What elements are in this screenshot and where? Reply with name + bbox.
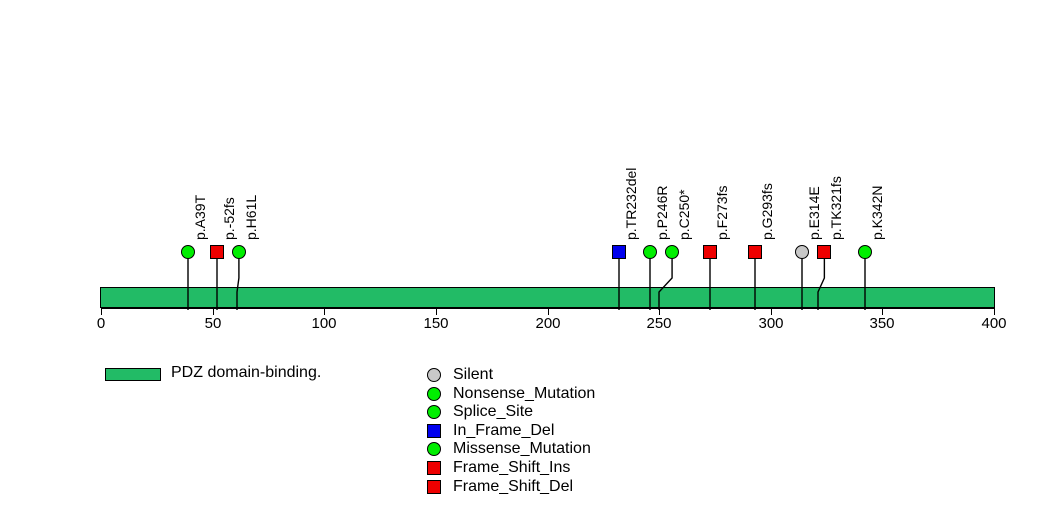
axis-tick bbox=[324, 308, 325, 315]
lollipop-stem bbox=[801, 252, 803, 310]
mutation-label: p.TK321fs bbox=[828, 176, 844, 240]
axis-tick-label: 50 bbox=[204, 315, 222, 332]
mutation-marker[interactable] bbox=[232, 245, 247, 259]
legend-type-marker bbox=[427, 424, 441, 438]
legend-type-marker bbox=[427, 405, 441, 419]
legend-type-label: Missense_Mutation bbox=[453, 440, 591, 457]
mutation-label: p.-52fs bbox=[221, 197, 238, 240]
mutation-label: p.P246R bbox=[654, 185, 671, 240]
legend-type-label: Splice_Site bbox=[453, 403, 534, 420]
mutation-marker[interactable] bbox=[210, 245, 225, 259]
axis-tick-label: 250 bbox=[646, 315, 672, 332]
lollipop-stem bbox=[236, 252, 240, 310]
legend-type-label: In_Frame_Del bbox=[453, 422, 555, 439]
lollipop-stem bbox=[649, 252, 651, 310]
axis-tick-label: 0 bbox=[96, 315, 106, 332]
mutation-label: p.TR232del bbox=[622, 167, 639, 240]
legend-type-label: Frame_Shift_Del bbox=[453, 478, 574, 495]
mutation-label: p.A39T bbox=[192, 194, 209, 240]
protein-track-area: 0 50 100 150 200 250 300 350 400 p.A39T p.-52fs p.… bbox=[96, 167, 1007, 332]
lollipop-stem bbox=[658, 252, 673, 310]
legend-domain-swatch bbox=[105, 368, 161, 381]
lollipop-stem bbox=[709, 252, 712, 310]
legend-type-marker bbox=[427, 442, 441, 456]
protein-domain-bar[interactable] bbox=[100, 287, 995, 308]
mutation-label: p.C250* bbox=[676, 189, 693, 240]
mutation-label: p.K342N bbox=[868, 185, 885, 240]
lollipop-stem bbox=[216, 252, 218, 310]
legend-type-label: Frame_Shift_Ins bbox=[453, 459, 571, 476]
lollipop-stem bbox=[816, 252, 825, 310]
legend-type-marker bbox=[427, 368, 441, 382]
axis-tick bbox=[101, 308, 102, 315]
axis-tick-label: 350 bbox=[869, 315, 895, 332]
mutation-label: p.E314E bbox=[806, 186, 822, 240]
mutation-marker[interactable] bbox=[817, 245, 831, 259]
axis-tick-label: 150 bbox=[423, 315, 449, 332]
legend-type-label: Nonsense_Mutation bbox=[453, 385, 596, 402]
mutation-label: p.F273fs bbox=[714, 185, 731, 240]
axis-tick-label: 300 bbox=[758, 315, 784, 332]
mutation-label: p.H61L bbox=[243, 194, 260, 240]
axis-tick bbox=[659, 308, 660, 315]
mutation-marker[interactable] bbox=[795, 245, 809, 259]
axis-tick bbox=[771, 308, 772, 315]
mutation-marker[interactable] bbox=[611, 245, 626, 259]
axis-tick-label: 200 bbox=[535, 315, 561, 332]
axis-tick bbox=[994, 308, 995, 315]
legend-type-marker bbox=[427, 480, 441, 494]
lollipop-stem bbox=[618, 252, 620, 310]
axis-tick bbox=[436, 308, 437, 315]
mutation-marker[interactable] bbox=[643, 245, 658, 259]
axis-tick-label: 400 bbox=[981, 315, 1007, 332]
mutation-marker[interactable] bbox=[665, 245, 680, 259]
lollipop-stem bbox=[863, 252, 866, 310]
mutation-marker[interactable] bbox=[703, 245, 718, 259]
axis-tick bbox=[548, 308, 549, 315]
mutation-marker[interactable] bbox=[748, 245, 763, 259]
mutation-marker[interactable] bbox=[181, 245, 196, 259]
lollipop-stem bbox=[187, 252, 189, 310]
axis-tick-label: 100 bbox=[311, 315, 337, 332]
axis-tick bbox=[882, 308, 883, 315]
legend-type-marker bbox=[427, 387, 441, 401]
legend-type-label: Silent bbox=[453, 366, 494, 383]
lollipop-stem bbox=[754, 252, 756, 310]
legend-type-marker bbox=[427, 461, 441, 475]
axis-tick bbox=[213, 308, 214, 315]
mutation-label: p.G293fs bbox=[759, 183, 776, 240]
legend-domain-label: PDZ domain-binding. bbox=[171, 364, 322, 381]
mutation-marker[interactable] bbox=[857, 245, 872, 259]
